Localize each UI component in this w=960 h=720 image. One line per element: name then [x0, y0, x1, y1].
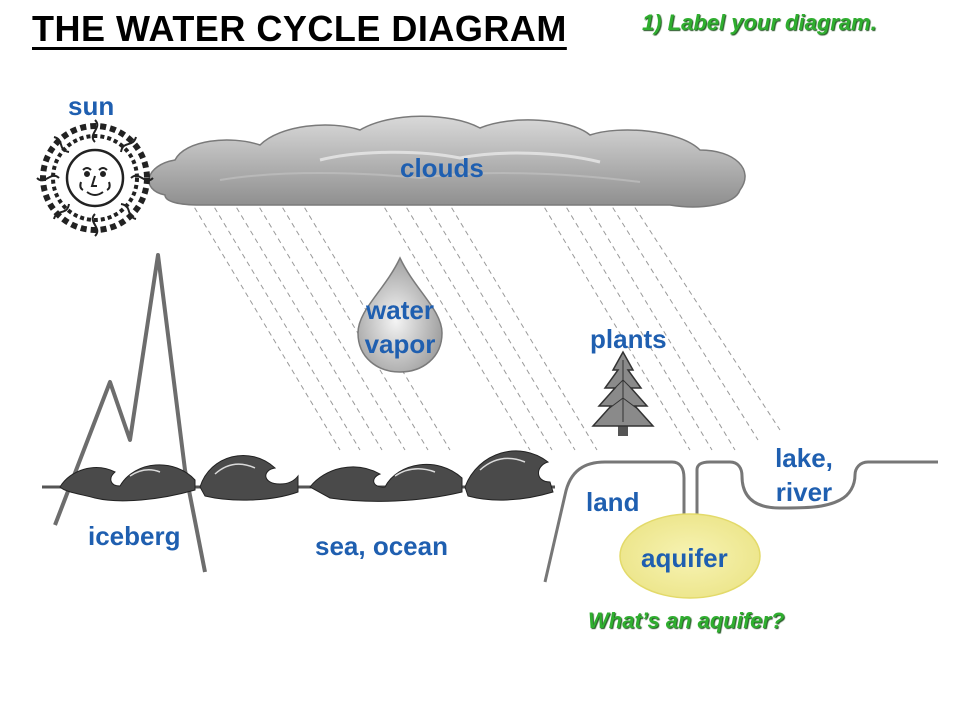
instruction-text: 1) Label your diagram. [642, 10, 877, 35]
sun-icon [36, 119, 154, 237]
label-lake-line2: river [775, 476, 833, 507]
pine-tree-icon [591, 350, 655, 436]
label-lake-line1: lake, [775, 443, 833, 473]
question-text: What’s an aquifer? [588, 608, 785, 633]
wave-icon [42, 450, 555, 502]
label-water-vapor-line2: vapor [364, 328, 436, 359]
label-sea-ocean: sea, ocean [315, 531, 448, 561]
aquifer-zone [619, 513, 761, 599]
land-outline [543, 460, 938, 583]
label-clouds: clouds [400, 153, 484, 183]
label-water-vapor: water vapor [355, 294, 445, 362]
label-sun: sun [68, 91, 115, 121]
label-iceberg: iceberg [88, 521, 181, 551]
page-title: THE WATER CYCLE DIAGRAM [32, 8, 567, 49]
cloud-icon [148, 115, 746, 208]
raindrop-icon [357, 256, 443, 373]
rain-streaks [189, 199, 781, 451]
label-water-vapor-line1: water [366, 295, 434, 325]
label-aquifer: aquifer [641, 543, 728, 573]
label-lake-river: lake, river [764, 442, 844, 510]
label-plants: plants [590, 324, 667, 354]
label-land: land [586, 487, 640, 517]
